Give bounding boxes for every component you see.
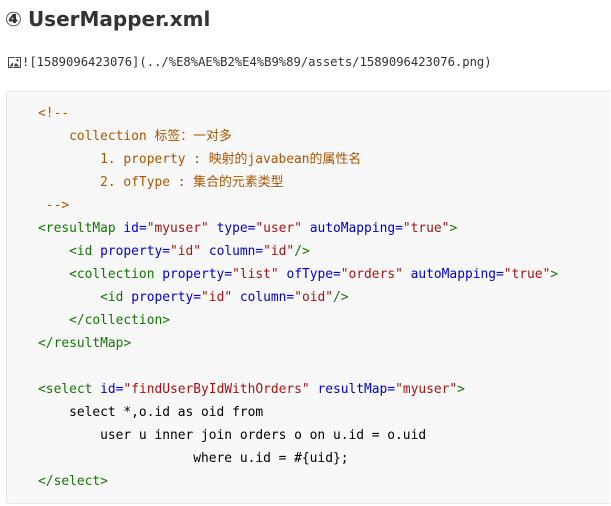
code-token: --> [7,198,70,213]
code-token: resultMap= [317,382,396,397]
code-lines: <!-- collection 标签：一对多 1. property : 映射的… [7,102,558,493]
code-line: <resultMap id="myuser" type="user" autoM… [7,217,558,240]
code-token: > [457,382,465,397]
code-token: type= [216,221,256,236]
code-line: </select> [7,470,558,493]
code-token [209,221,217,236]
code-line: where u.id = #{uid}; [7,447,558,470]
heading-number: ④ [5,7,22,31]
code-token: <collection [7,267,155,282]
code-line: </resultMap> [7,332,558,355]
image-markdown-text: ![1589096423076](../%E8%AE%B2%E4%B9%89/a… [22,55,492,69]
code-token: "id" [170,244,202,259]
code-token: "orders" [340,267,403,282]
code-line: select *,o.id as oid from [7,401,558,424]
code-token [201,244,209,259]
broken-image-reference[interactable]: ![1589096423076](../%E8%AE%B2%E4%B9%89/a… [8,53,492,71]
code-token: </select> [7,474,108,489]
code-token: "true" [503,267,551,282]
code-token: "true" [402,221,450,236]
code-token: <select [7,382,93,397]
code-token: select *,o.id as oid from [7,405,264,420]
code-line: 2. ofType : 集合的元素类型 [7,171,558,194]
code-token: property= [162,267,233,282]
section-heading: ④ UserMapper.xml [5,4,210,34]
code-token [302,221,310,236]
code-token: "id" [201,290,233,305]
code-token [232,290,240,305]
code-token: "user" [255,221,302,236]
code-line [7,355,558,378]
code-line: user u inner join orders o on u.id = o.u… [7,424,558,447]
code-token: 2. ofType : 集合的元素类型 [7,175,284,190]
code-token: > [449,221,458,236]
code-token [403,267,411,282]
code-line: <id property="id" column="id"/> [7,240,558,263]
code-token: autoMapping= [309,221,403,236]
code-token: collection 标签：一对多 [7,129,232,144]
code-token: /> [333,290,349,305]
code-token: ofType= [286,267,341,282]
code-token: </resultMap> [7,336,132,351]
code-token [92,382,100,397]
code-token: column= [208,244,264,259]
code-line: 1. property : 映射的javabean的属性名 [7,148,558,171]
code-line: <collection property="list" ofType="orde… [7,263,558,286]
code-token: "list" [232,267,279,282]
code-token: where u.id = #{uid}; [7,451,349,466]
code-token: <id [7,244,93,259]
code-token: "myuser" [395,382,458,397]
code-token: property= [100,244,170,259]
code-token [92,244,100,259]
code-token: 1. property : 映射的javabean的属性名 [7,152,362,167]
code-token: </collection> [7,313,170,328]
code-line: <select id="findUserByIdWithOrders" resu… [7,378,558,401]
code-token: user u inner join orders o on u.id = o.u… [7,428,427,443]
code-line: <!-- [7,102,558,125]
code-token: "oid" [294,290,333,305]
code-block[interactable]: <!-- collection 标签：一对多 1. property : 映射的… [6,91,610,504]
code-token: id= [100,382,124,397]
code-token: <id [7,290,124,305]
code-line: --> [7,194,558,217]
code-token: <!-- [7,106,70,121]
code-token: "myuser" [146,221,209,236]
code-token: column= [239,290,295,305]
code-token: id= [123,221,147,236]
code-token: > [550,267,559,282]
code-line: collection 标签：一对多 [7,125,558,148]
broken-image-icon [8,56,21,68]
code-token: autoMapping= [410,267,504,282]
code-line: </collection> [7,309,558,332]
code-token: "id" [263,244,295,259]
code-token: property= [131,290,202,305]
code-token: <resultMap [7,221,116,236]
code-token: /> [294,244,310,259]
code-line: <id property="id" column="oid"/> [7,286,558,309]
code-token: "findUserByIdWithOrders" [123,382,310,397]
heading-title: UserMapper.xml [27,7,211,31]
